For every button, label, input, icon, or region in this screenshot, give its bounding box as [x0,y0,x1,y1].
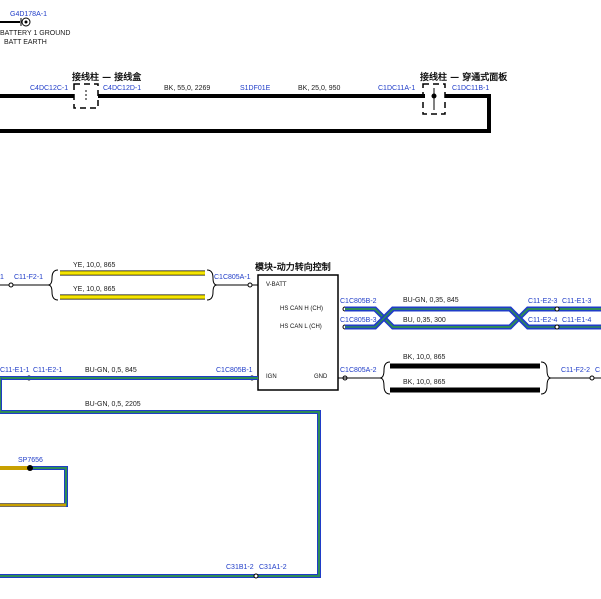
gnd-wire-b-label: BK, 10,0, 865 [403,379,446,386]
yellow-wire-a-label: YE, 10,0, 865 [73,262,116,269]
gnd-wire-a-label: BK, 10,0, 865 [403,354,446,361]
connector-c1dc11a: C1DC11A-1 [378,85,415,92]
connector-c1c805b3: C1C805B-3 [340,317,377,324]
wire-label-bk25: BK, 25,0, 950 [298,85,341,92]
module-title: 模块-动力转向控制 [255,261,331,273]
connector-c11-f2: C11-F2-1 [14,274,43,281]
connector-c11-e2-4: C11-E2-4 [528,317,558,324]
connector-c11-e2: C11-E2-1 [33,367,63,374]
ignition-long-wire [0,378,321,578]
connector-c31b1: C31B1-2 [226,564,254,571]
pin-can-l: HS CAN L (CH) [280,324,322,330]
ground-label-1: BATTERY 1 GROUND [0,30,70,37]
connector-c1dc11b: C1DC11B-1 [452,85,489,92]
pin-ign: IGN [266,374,277,380]
can-twisted-pair [345,306,601,330]
pin-vbatt: V-BATT [266,282,287,288]
connector-c31a1: C31A1-2 [259,564,287,571]
bracket-left [47,269,59,301]
connector-c1c805b1: C1C805B-1 [216,367,253,374]
power-steering-module [257,274,339,391]
connector-c11-e1: C11-E1-1 [0,367,30,374]
connector-c11-e1-3: C11-E1-3 [562,298,592,305]
connector-c4dc12d: C4DC12D-1 [103,85,141,92]
left-stub-label: 1 [0,274,4,281]
junction-box-2 [422,83,446,115]
splice-s1df01e: S1DF01E [240,85,271,92]
ignition-long-wire-label: BU-GN, 0,5, 2205 [85,401,141,408]
connector-pin-dot [589,375,595,381]
connector-c1c805b2: C1C805B-2 [340,298,377,305]
gnd-bracket-right [540,361,552,395]
pass-through-panel-title: 接线柱 — 穿通式面板 [420,71,508,83]
connector-pin-dot [554,306,560,312]
connector-pin-dot [253,573,259,579]
splice-point [27,465,33,471]
connector-c11-e1-4: C11-E1-4 [562,317,592,324]
can-h-wire-label: BU-GN, 0,35, 845 [403,297,459,304]
connector-pin-dot [247,282,253,288]
pin-can-h: HS CAN H (CH) [280,306,323,312]
connector-pin-dot [8,282,14,288]
ground-connector-label: G4D178A-1 [10,11,47,18]
can-l-wire-label: BU, 0,35, 300 [403,317,446,324]
ground-terminal-icon [20,17,31,27]
connector-c1c805a2: C1C805A-2 [340,367,377,374]
ignition-wire-label: BU-GN, 0,5, 845 [85,367,137,374]
gnd-bracket-left [379,361,391,395]
splice-branch-wire [0,466,68,507]
junction-box-1 [73,83,99,109]
connector-c11-e2-3: C11-E2-3 [528,298,558,305]
bus-wire-return [0,94,491,133]
connector-c4dc12c: C4DC12C-1 [30,85,68,92]
ground-label-2: BATT EARTH [4,39,47,46]
right-stub-label: C [595,367,600,374]
junction-box-title: 接线柱 — 接线盒 [72,71,142,83]
splice-sp7656-label: SP7656 [18,457,43,464]
connector-c1c805a1: C1C805A-1 [214,274,251,281]
pin-gnd: GND [314,374,328,380]
wire-label-bk55: BK, 55,0, 2269 [164,85,210,92]
yellow-wire-b-label: YE, 10,0, 865 [73,286,116,293]
connector-c11-f2-2: C11-F2-2 [561,367,590,374]
connector-pin-dot [554,324,560,330]
